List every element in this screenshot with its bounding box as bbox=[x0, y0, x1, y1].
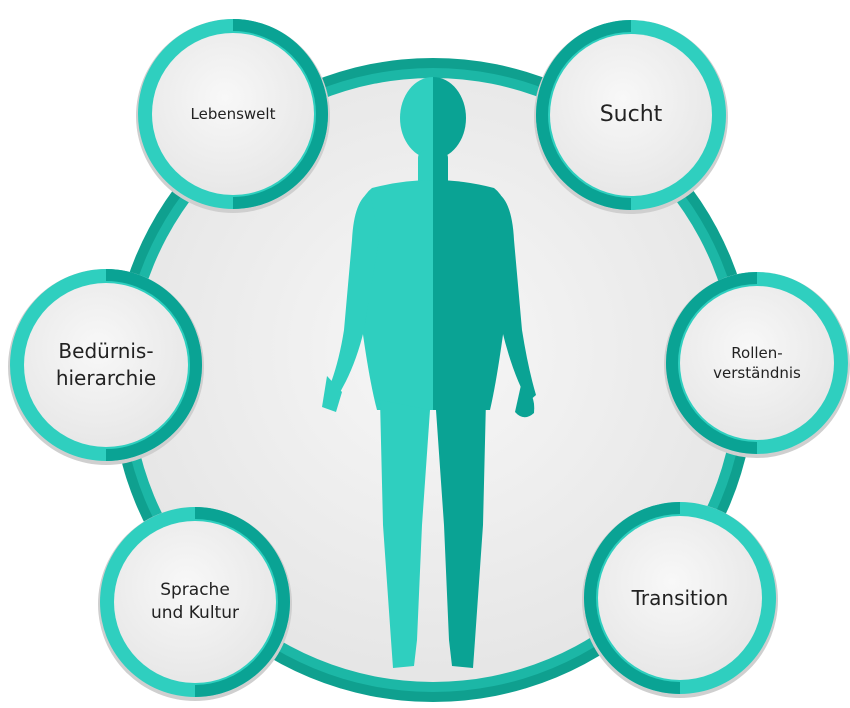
node-label-transition: Transition bbox=[602, 520, 758, 676]
node-label-beduerfnishierarchie: Bedürnis- hierarchie bbox=[28, 287, 184, 443]
node-label-sucht: Sucht bbox=[554, 38, 708, 192]
node-label-sprache-und-kultur: Sprache und Kultur bbox=[118, 525, 272, 679]
node-label-lebenswelt: Lebenswelt bbox=[156, 37, 310, 191]
node-label-rollenverstaendnis: Rollen- verständnis bbox=[684, 290, 830, 436]
